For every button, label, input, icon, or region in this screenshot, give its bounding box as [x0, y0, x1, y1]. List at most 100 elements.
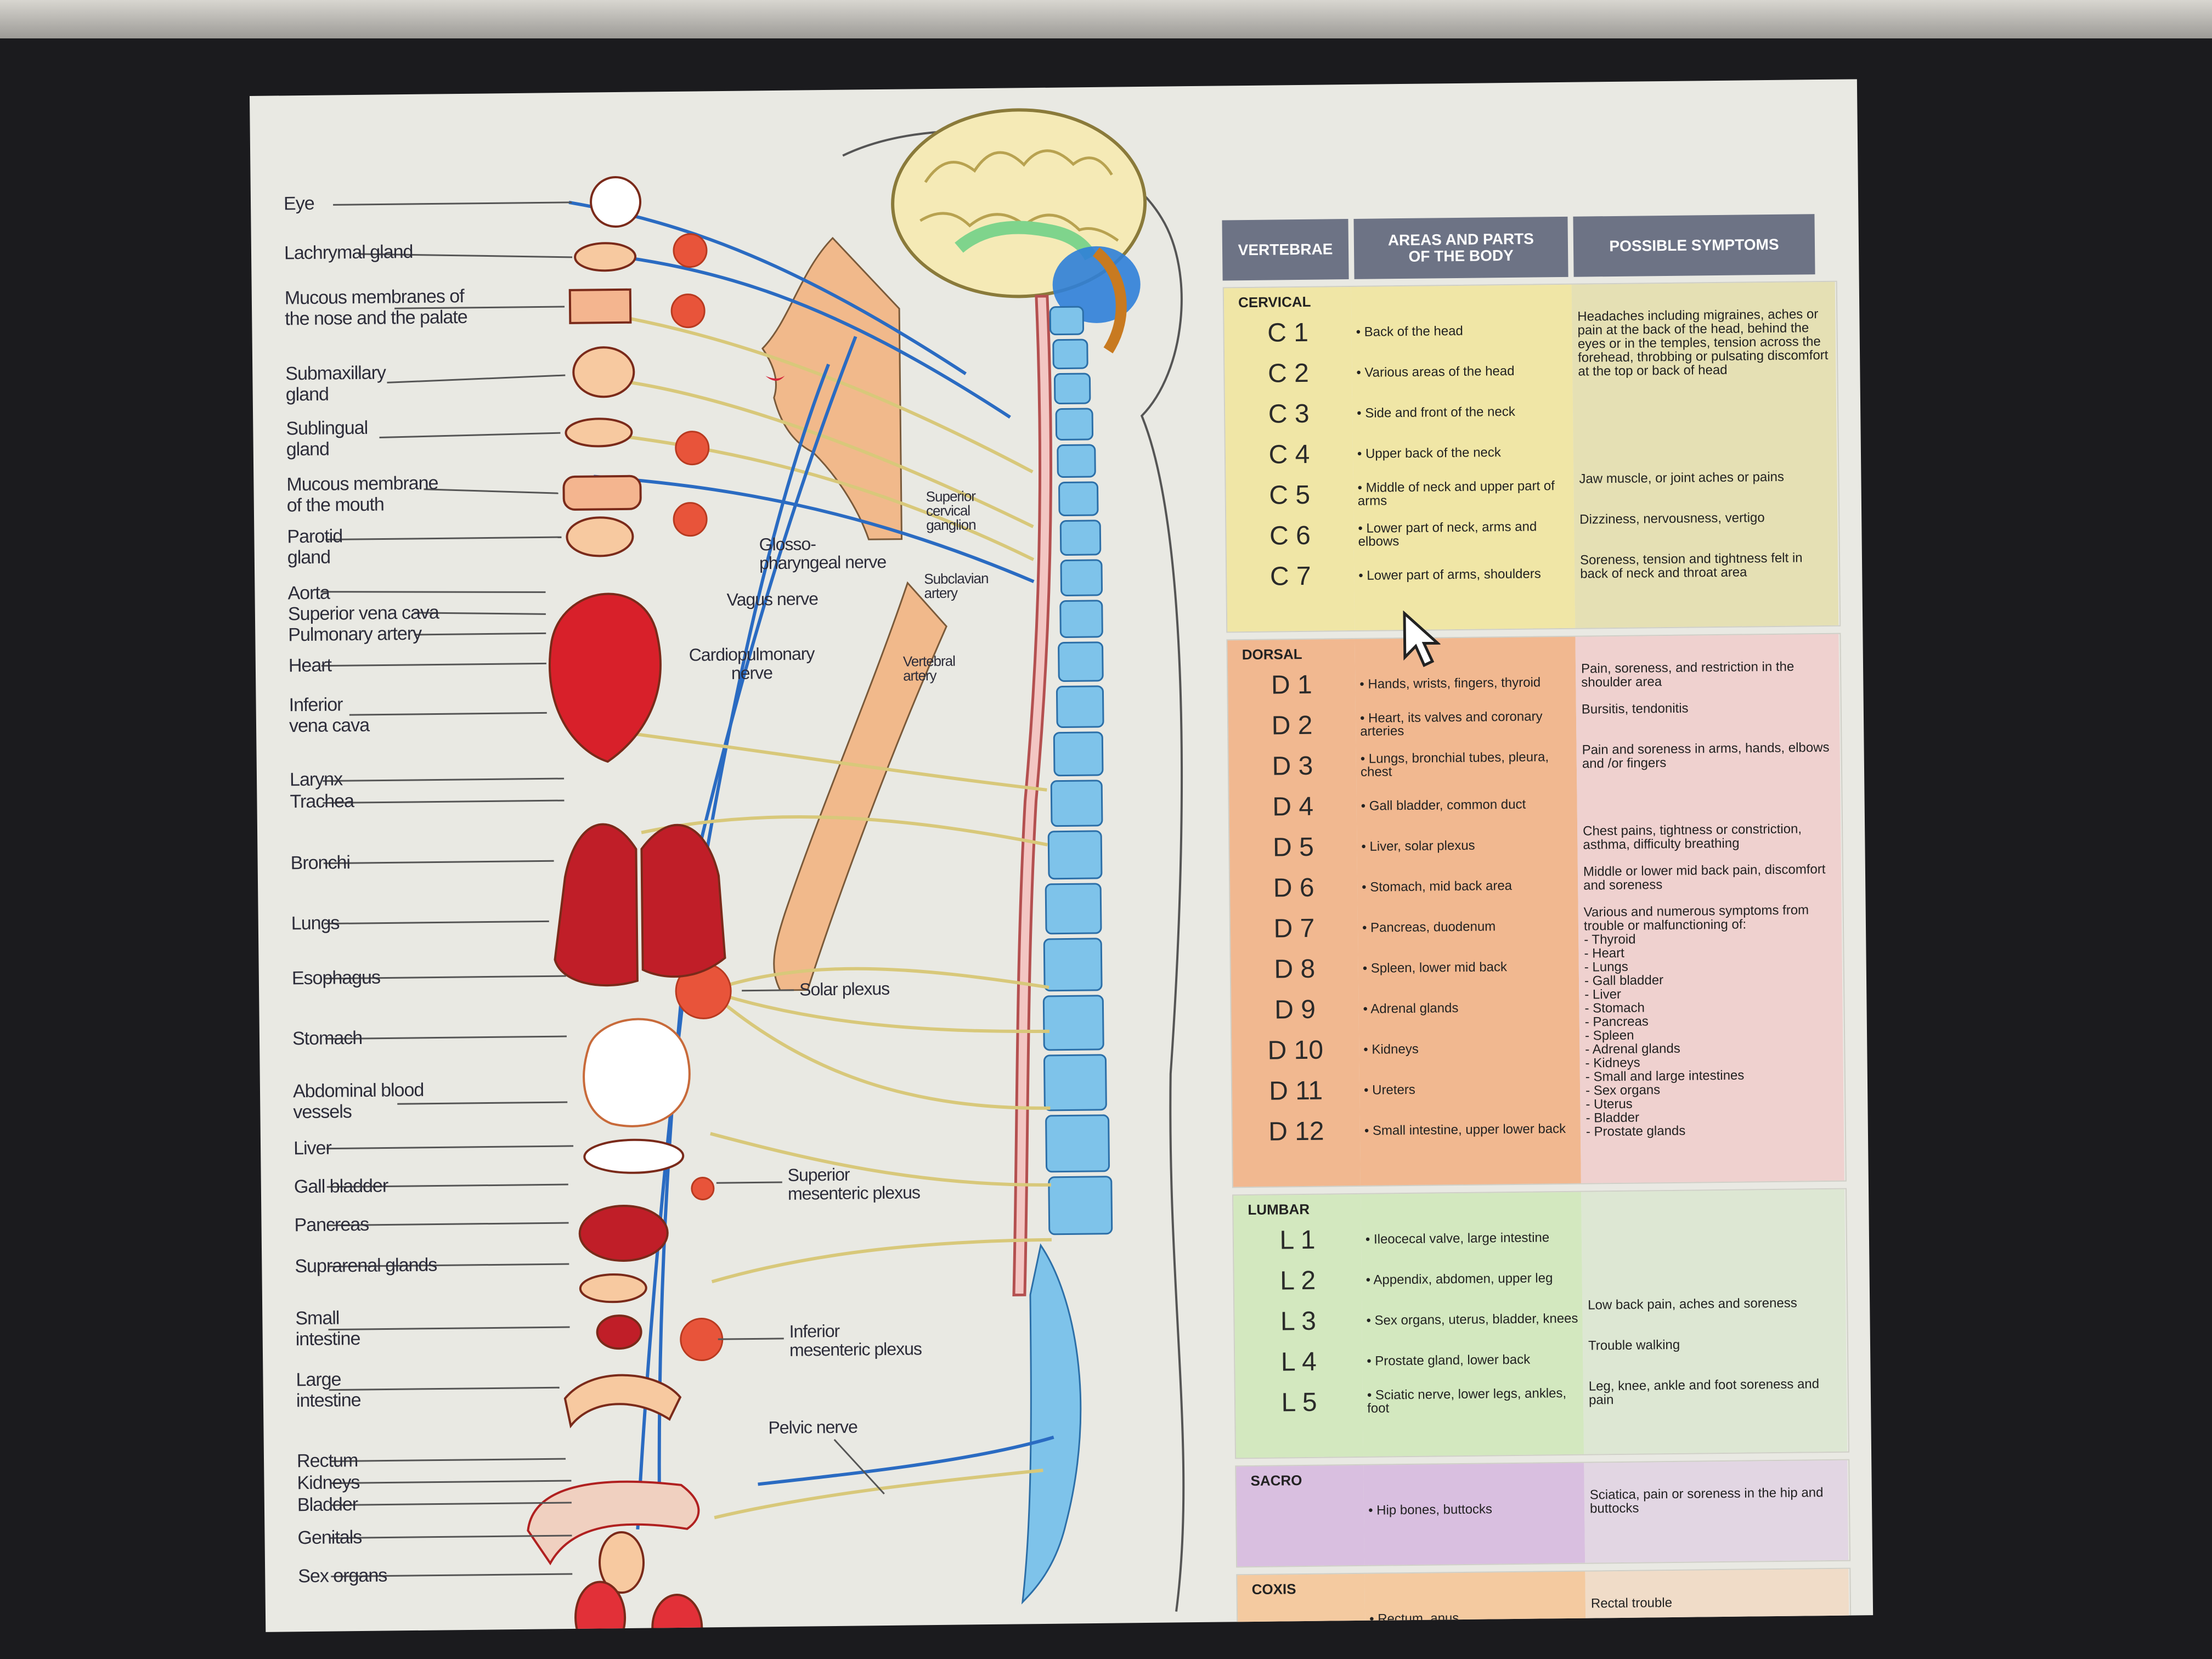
area-item: • Middle of neck and upper part of arms: [1357, 478, 1555, 509]
organ-illustrations: [527, 176, 726, 1632]
leader-lines: [320, 201, 885, 1578]
area-item: • Ureters: [1363, 1082, 1415, 1098]
organ-label-lachrymal-gland: Lachrymal gland: [284, 241, 413, 264]
area-item: • Small intestine, upper lower back: [1364, 1121, 1566, 1138]
vertebra-label: C 7: [1269, 561, 1311, 591]
areas-column: • Hip bones, buttocks: [1363, 1463, 1585, 1565]
organ-label-small-intestine: Small intestine: [295, 1307, 360, 1350]
label-superior-mesenteric-plexus: Superior mesenteric plexus: [787, 1164, 921, 1204]
organ-label-abdominal-vessels: Abdominal blood vessels: [292, 1079, 424, 1123]
area-item: • Upper back of the neck: [1357, 445, 1501, 461]
symptom-text: Headaches including migraines, aches or …: [1577, 307, 1829, 379]
symptom-text: Trouble walking: [1588, 1337, 1680, 1353]
vertebral-column: [1021, 306, 1113, 1605]
organ-label-heart: Heart: [288, 654, 332, 676]
vertebra-label: L 1: [1279, 1225, 1316, 1255]
symptom-text: Rectal trouble: [1590, 1595, 1673, 1611]
organ-label-pancreas: Pancreas: [294, 1214, 369, 1236]
area-item: • Sciatic nerve, lower legs, ankles, foo…: [1367, 1385, 1567, 1416]
area-item: • Prostate gland, lower back: [1367, 1352, 1531, 1369]
vertebra-label: D 4: [1272, 792, 1314, 822]
area-item: • Stomach, mid back area: [1362, 878, 1513, 895]
organ-label-nasal-mucous: Mucous membranes of the nose and the pal…: [284, 285, 467, 330]
organ-label-bronchi: Bronchi: [290, 852, 351, 874]
header-vertebrae: Vertebrae: [1222, 219, 1349, 281]
vertebrae-column: COXIS: [1237, 1573, 1366, 1632]
vertebra-label: D 1: [1271, 670, 1312, 700]
symptoms-column: Pain, soreness, and restriction in the s…: [1575, 634, 1844, 1183]
area-item: • Gall bladder, common duct: [1361, 797, 1526, 814]
area-item: • Liver, solar plexus: [1361, 838, 1475, 854]
section-name: LUMBAR: [1248, 1200, 1310, 1218]
spinal-cord: [1012, 295, 1053, 1297]
organ-label-gall-bladder: Gall bladder: [294, 1175, 388, 1198]
organ-label-rectum: Rectum: [296, 1450, 358, 1472]
organ-label-mouth-mucous: Mucous membrane of the mouth: [286, 472, 438, 516]
vertebra-label: C 3: [1268, 399, 1310, 429]
symptom-text: Soreness, tension and tightness felt in …: [1579, 550, 1803, 582]
label-subclavian-artery: Subclavian artery: [924, 569, 989, 602]
symptom-text: Pain, soreness, and restriction in the s…: [1581, 659, 1795, 690]
areas-column: • Back of the head• Various areas of the…: [1351, 284, 1576, 630]
area-item: • Various areas of the head: [1356, 363, 1515, 380]
symptoms-column: Headaches including migraines, aches or …: [1571, 281, 1839, 628]
section-name: CERVICAL: [1238, 293, 1311, 311]
organ-label-lungs: Lungs: [291, 912, 340, 934]
symptom-text: Chest pains, tightness or constriction, …: [1583, 821, 1802, 853]
header-symptoms: Possible symptoms: [1573, 214, 1815, 277]
organ-label-stomach: Stomach: [292, 1027, 363, 1049]
symptom-text: Leg, knee, ankle and foot soreness and p…: [1588, 1376, 1820, 1408]
vertebra-label: D 6: [1273, 873, 1314, 903]
area-item: • Lungs, bronchial tubes, pleura, chest: [1360, 749, 1549, 780]
symptom-text: Various and numerous symptoms from troub…: [1583, 902, 1809, 1139]
area-item: • Pancreas, duodenum: [1362, 919, 1496, 935]
vertebra-label: D 5: [1272, 832, 1314, 862]
nervous-system-chart: Eye Lachrymal gland Mucous membranes of …: [250, 79, 1874, 1632]
organ-label-superior-vena-cava: Superior vena cava: [287, 602, 439, 625]
table-header: Vertebrae Areas and parts of the body Po…: [1222, 214, 1837, 281]
vertebra-label: D 7: [1273, 913, 1315, 944]
symptom-text: Pain and soreness in arms, hands, elbows…: [1582, 740, 1830, 771]
area-item: • Heart, its valves and coronary arterie…: [1359, 709, 1543, 739]
section-name: DORSAL: [1242, 645, 1302, 663]
organ-label-kidneys: Kidneys: [297, 1472, 360, 1494]
organ-label-suprarenal: Suprarenal glands: [295, 1254, 437, 1277]
symptom-text: Sciatica, pain or soreness in the hip an…: [1589, 1485, 1824, 1516]
organ-label-sex-organs: Sex organs: [298, 1565, 387, 1587]
area-item: • Spleen, lower mid back: [1362, 960, 1508, 976]
vertebra-label: L 5: [1281, 1387, 1317, 1418]
arm: [773, 581, 947, 991]
area-item: • Adrenal glands: [1363, 1001, 1459, 1017]
label-pelvic-nerve: Pelvic nerve: [768, 1417, 857, 1438]
organ-label-trachea: Trachea: [290, 791, 354, 812]
label-superior-cervical-ganglion: Superior cervical ganglion: [926, 488, 976, 534]
section-name: COXIS: [1251, 1581, 1296, 1598]
label-vertebral-artery: Vertebral artery: [902, 652, 956, 684]
label-inferior-mesenteric-plexus: Inferior mesenteric plexus: [789, 1321, 922, 1360]
label-solar-plexus: Solar plexus: [799, 978, 890, 1000]
organ-label-submaxillary: Submaxillary gland: [285, 362, 386, 405]
anatomy-diagram: Eye Lachrymal gland Mucous membranes of …: [250, 86, 1226, 1632]
organ-label-genitals: Genitals: [297, 1527, 362, 1549]
area-item: • Appendix, abdomen, upper leg: [1365, 1271, 1553, 1288]
vertebra-label: C 6: [1269, 521, 1311, 551]
vertebra-label: [1237, 1491, 1364, 1532]
label-vagus-nerve: Vagus nerve: [726, 589, 819, 610]
symptom-text: Jaw muscle, or joint aches or pains: [1579, 469, 1785, 487]
vertebra-label: D 8: [1274, 954, 1316, 984]
header-areas: Areas and parts of the body: [1353, 216, 1568, 279]
area-item: • Rectum, anus: [1369, 1611, 1459, 1627]
symptom-text: Bursitis, tendonitis: [1581, 701, 1689, 717]
vertebrae-column: SACRO: [1236, 1465, 1365, 1567]
symptom-text: Dizziness, nervousness, vertigo: [1579, 510, 1765, 527]
organ-label-pulmonary-artery: Pulmonary artery: [288, 623, 422, 646]
vertebra-label: D 9: [1274, 995, 1316, 1025]
